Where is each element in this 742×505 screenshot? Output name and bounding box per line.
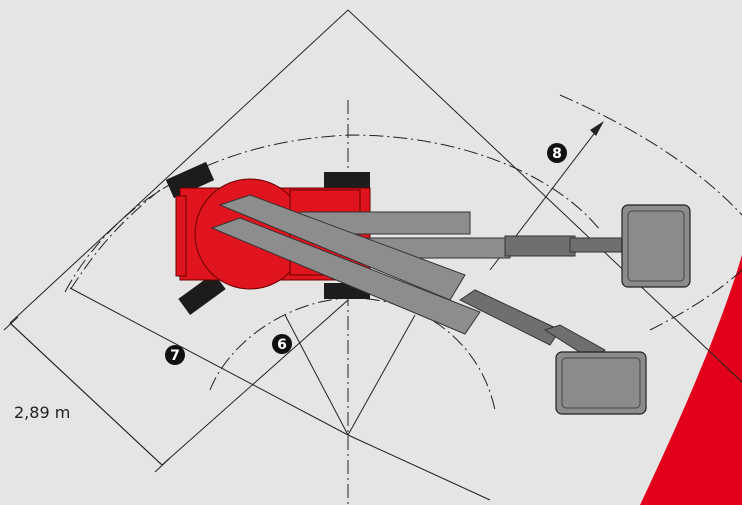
track-top-left bbox=[165, 161, 215, 199]
radius-line-inner-left bbox=[284, 314, 349, 436]
svg-text:8: 8 bbox=[552, 146, 562, 162]
dimension-label: 2,89 m bbox=[14, 403, 70, 422]
marker-7: 7 bbox=[165, 345, 185, 365]
track-top-right bbox=[324, 172, 370, 192]
svg-text:6: 6 bbox=[277, 337, 287, 353]
right-range-arc bbox=[559, 94, 742, 216]
marker-6: 6 bbox=[272, 334, 292, 354]
dimension-tick-top bbox=[3, 316, 19, 331]
right-range-arc-lower bbox=[649, 269, 742, 331]
upper-boom-tip bbox=[504, 235, 576, 257]
red-corner-accent bbox=[640, 255, 742, 505]
radius-line-inner-right bbox=[347, 314, 416, 436]
reach-arrow-head bbox=[590, 121, 604, 136]
radius-line-left bbox=[69, 287, 349, 436]
platform-basket-upper bbox=[621, 204, 691, 288]
main-boom-lower bbox=[218, 194, 466, 301]
platform-basket-lower bbox=[555, 351, 647, 415]
left-range-arc bbox=[69, 189, 161, 291]
dimension-tick-bottom bbox=[154, 457, 171, 473]
dimension-line bbox=[9, 322, 163, 466]
platform-basket-upper-inner bbox=[627, 210, 685, 282]
outer-range-arc bbox=[64, 134, 601, 293]
main-boom-upper bbox=[210, 217, 481, 335]
radius-line-right bbox=[347, 434, 491, 501]
diagonal-line-lower-left bbox=[161, 299, 349, 466]
track-bottom-left bbox=[178, 272, 226, 316]
outer-reach-outline bbox=[9, 9, 742, 383]
platform-basket-lower-inner bbox=[561, 357, 641, 409]
chassis-left-bar bbox=[175, 195, 187, 277]
marker-8: 8 bbox=[547, 143, 567, 163]
upper-boom-jib bbox=[569, 237, 626, 253]
svg-text:7: 7 bbox=[170, 348, 180, 364]
